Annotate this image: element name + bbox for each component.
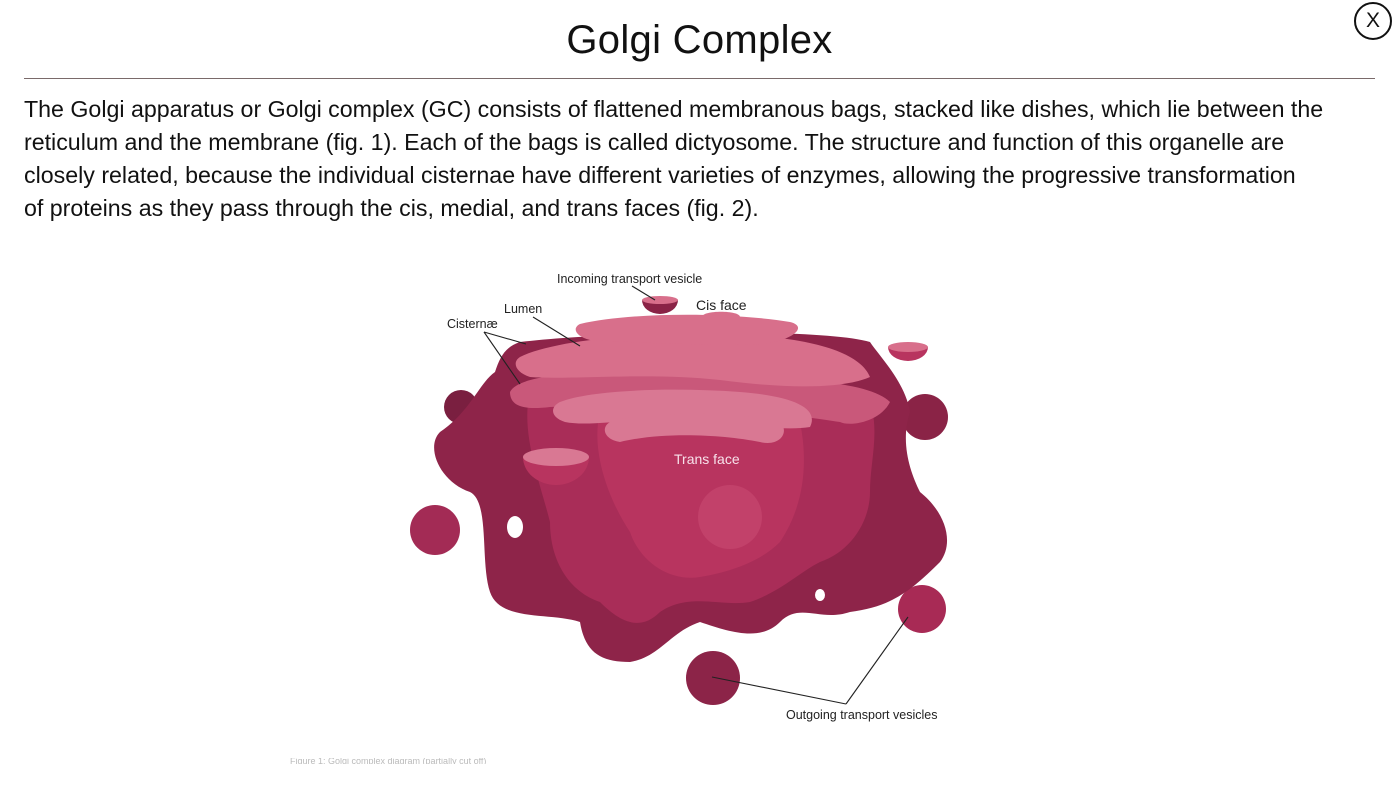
figure-caption-cutoff: Figure 1: Golgi complex diagram (partial… <box>290 758 487 764</box>
label-outgoing-vesicles: Outgoing transport vesicles <box>786 708 938 722</box>
label-cisternae: Cisternæ <box>447 317 498 331</box>
golgi-illustration <box>410 285 948 705</box>
label-trans-face: Trans face <box>674 451 740 467</box>
label-cis-face: Cis face <box>696 297 747 313</box>
page-title: Golgi Complex <box>566 18 833 62</box>
label-incoming-vesicle: Incoming transport vesicle <box>557 272 703 286</box>
golgi-diagram: Incoming transport vesicle Cis face Lume… <box>400 262 980 742</box>
paragraph-line: closely related, because the individual … <box>24 162 1296 188</box>
paragraph-line: The Golgi apparatus or Golgi complex (GC… <box>24 96 1324 122</box>
title-divider <box>24 78 1375 79</box>
paragraph-line: of proteins as they pass through the cis… <box>24 195 759 221</box>
description-paragraph: The Golgi apparatus or Golgi complex (GC… <box>24 93 1384 225</box>
close-button[interactable]: X <box>1354 2 1392 40</box>
close-icon: X <box>1365 9 1380 32</box>
paragraph-line: reticulum and the membrane (fig. 1). Eac… <box>24 129 1285 155</box>
label-lumen: Lumen <box>504 302 543 316</box>
